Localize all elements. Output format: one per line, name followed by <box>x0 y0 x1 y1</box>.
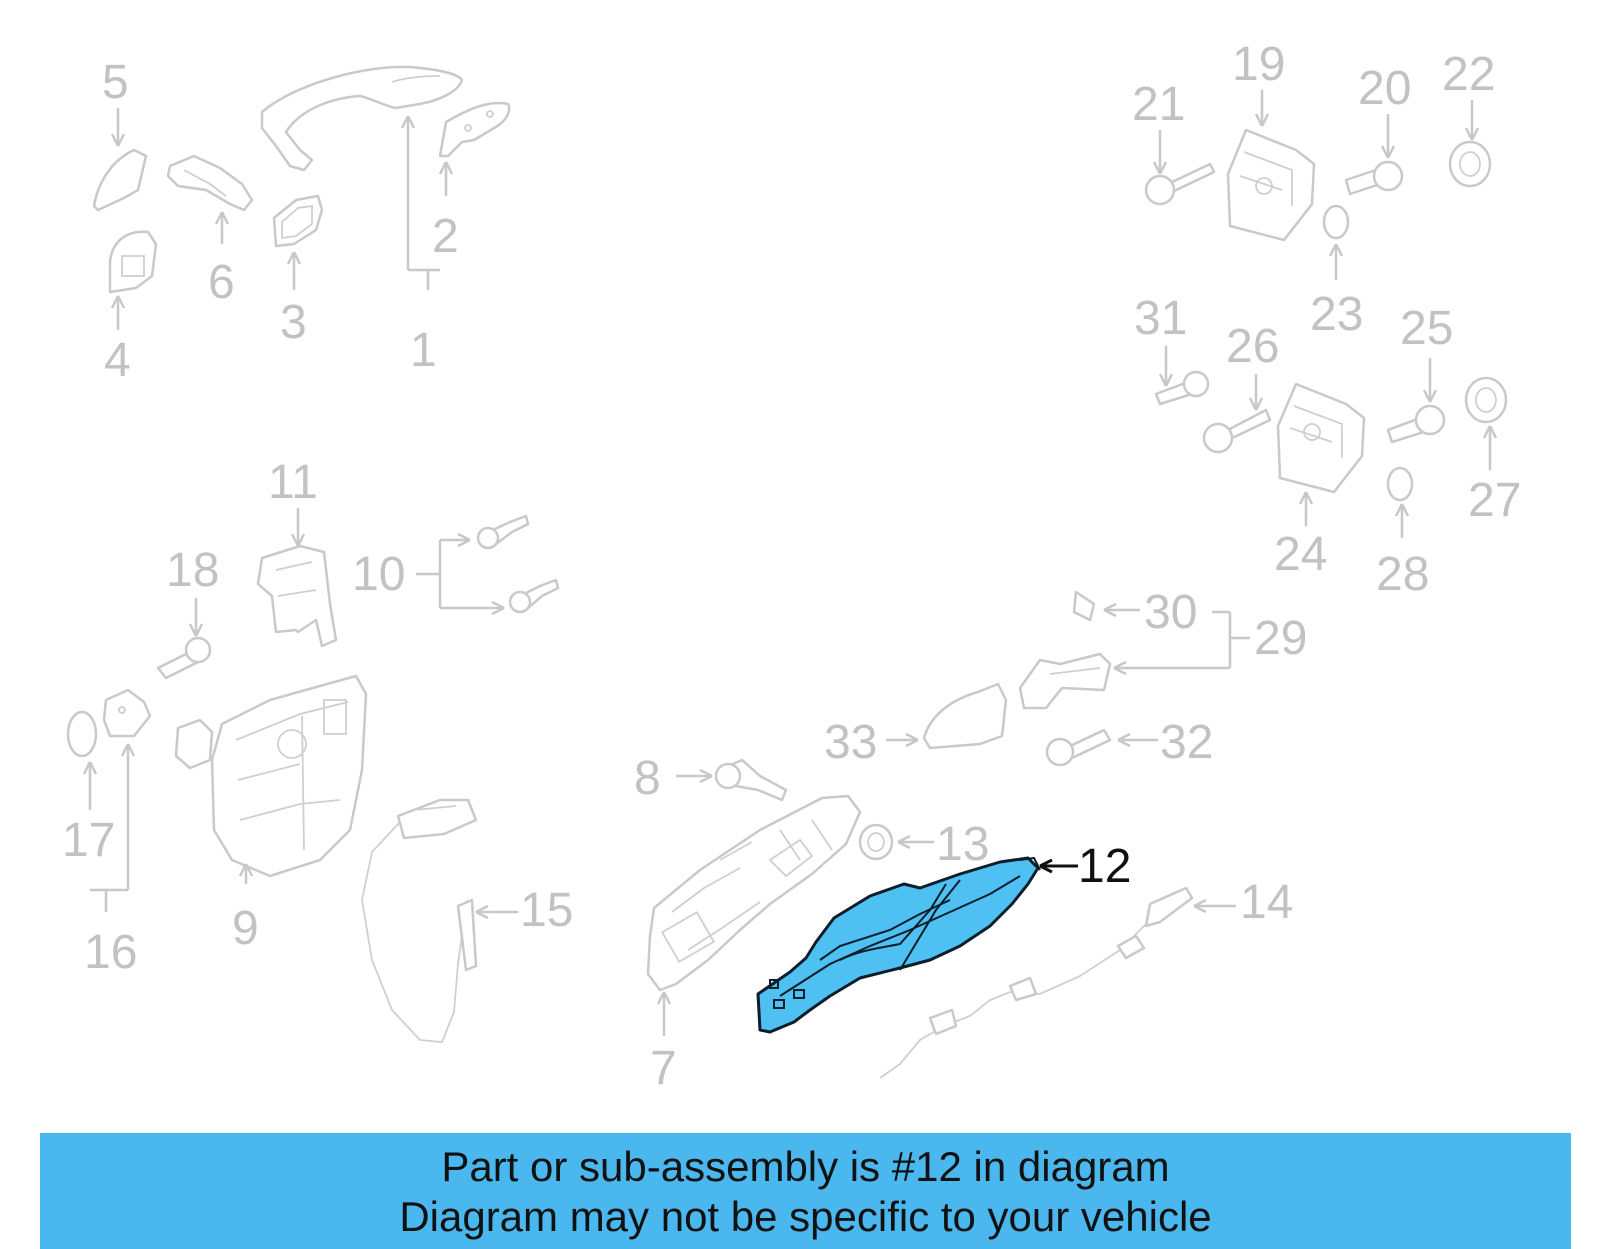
callout-15: 15 <box>520 884 573 937</box>
callout-27: 27 <box>1468 474 1521 527</box>
part-23-bushing[interactable] <box>1322 204 1350 240</box>
part-22-grommet[interactable] <box>1448 140 1492 188</box>
callout-19: 19 <box>1232 38 1285 91</box>
part-9-lock-actuator[interactable] <box>174 674 368 878</box>
callout-31: 31 <box>1134 292 1187 345</box>
callout-4: 4 <box>104 334 131 387</box>
callout-13: 13 <box>936 818 989 871</box>
part-15-cable[interactable] <box>361 798 478 1043</box>
part-4-cap[interactable] <box>108 230 158 294</box>
callout-33: 33 <box>824 716 877 769</box>
callout-26: 26 <box>1226 320 1279 373</box>
part-16-plate[interactable] <box>102 688 152 738</box>
part-21-bolt[interactable] <box>1144 162 1216 206</box>
callout-1: 1 <box>410 324 437 377</box>
leader-lines <box>82 90 1498 1036</box>
callout-12: 12 <box>1078 840 1131 893</box>
part-32-bolt[interactable] <box>1045 728 1112 767</box>
part-14-cable[interactable] <box>879 886 1194 1079</box>
callout-24: 24 <box>1274 528 1327 581</box>
part-30-plate[interactable] <box>1072 590 1096 622</box>
part-33-cover[interactable] <box>922 682 1008 750</box>
part-11-bracket[interactable] <box>256 544 338 648</box>
part-10-screws[interactable] <box>476 514 560 614</box>
notice-banner: Part or sub-assembly is #12 in diagram D… <box>40 1133 1571 1249</box>
part-29-check-strap[interactable] <box>1018 652 1112 710</box>
part-2-handle-cover[interactable] <box>438 101 511 158</box>
part-5-cover[interactable] <box>92 148 148 212</box>
part-24-lower-hinge[interactable] <box>1276 382 1366 494</box>
banner-line-1: Part or sub-assembly is #12 in diagram <box>441 1143 1170 1190</box>
callout-28: 28 <box>1376 548 1429 601</box>
callout-3: 3 <box>280 296 307 349</box>
callout-23: 23 <box>1310 288 1363 341</box>
callout-11: 11 <box>268 456 318 509</box>
callout-labels: 1 2 3 4 5 6 7 8 9 10 11 12 13 14 15 16 1… <box>62 38 1521 1095</box>
callout-22: 22 <box>1442 48 1495 101</box>
part-25-bolt[interactable] <box>1386 404 1446 444</box>
callout-29: 29 <box>1254 612 1307 665</box>
callout-30: 30 <box>1144 586 1197 639</box>
banner-line-2: Diagram may not be specific to your vehi… <box>399 1193 1212 1240</box>
callout-14: 14 <box>1240 876 1293 929</box>
part-27-grommet[interactable] <box>1464 376 1508 424</box>
part-3-gasket[interactable] <box>272 194 324 248</box>
callout-18: 18 <box>166 544 219 597</box>
part-1-outside-handle[interactable] <box>260 65 464 172</box>
callout-32: 32 <box>1160 716 1213 769</box>
part-18-bolt[interactable] <box>156 636 212 680</box>
callout-16: 16 <box>84 926 137 979</box>
callout-5: 5 <box>102 56 129 109</box>
part-20-bolt[interactable] <box>1344 160 1404 196</box>
part-28-bushing[interactable] <box>1386 466 1414 502</box>
part-13-washer[interactable] <box>858 823 894 861</box>
part-17-pad[interactable] <box>66 710 98 758</box>
part-31-bolt[interactable] <box>1154 370 1210 406</box>
callout-17: 17 <box>62 814 115 867</box>
callout-10: 10 <box>352 548 405 601</box>
callout-25: 25 <box>1400 302 1453 355</box>
part-26-bolt[interactable] <box>1202 408 1272 454</box>
callout-2: 2 <box>432 210 459 263</box>
part-19-upper-hinge[interactable] <box>1226 128 1316 242</box>
part-12-inside-handle-highlighted[interactable] <box>756 856 1041 1034</box>
callout-9: 9 <box>232 902 259 955</box>
callout-20: 20 <box>1358 62 1411 115</box>
part-8-pin[interactable] <box>714 758 788 802</box>
callout-6: 6 <box>208 256 235 309</box>
callout-7: 7 <box>650 1042 677 1095</box>
callout-8: 8 <box>634 752 661 805</box>
callout-21: 21 <box>1132 78 1185 131</box>
part-7-handle-bracket[interactable] <box>646 794 862 992</box>
part-6-lock-cylinder[interactable] <box>166 154 254 212</box>
